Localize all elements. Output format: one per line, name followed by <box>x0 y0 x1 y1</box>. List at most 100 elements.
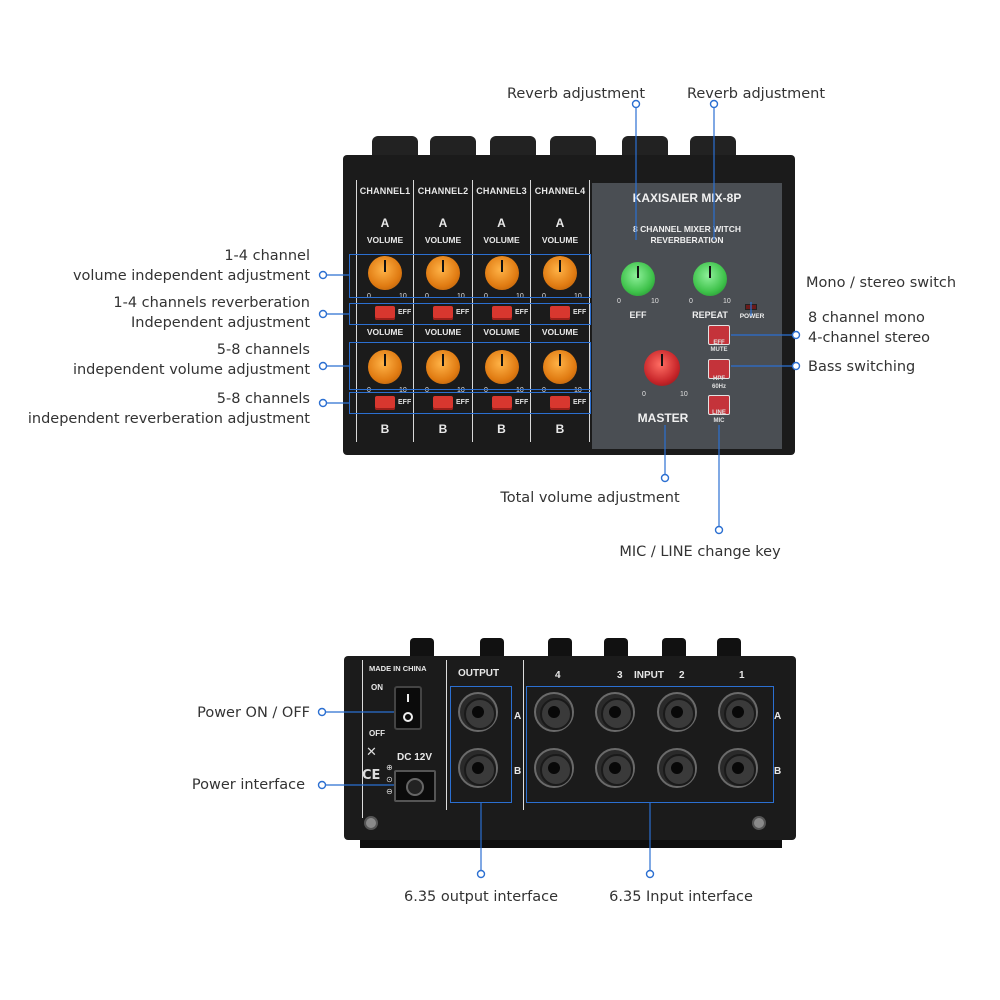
dc-label: DC 12V <box>397 752 433 763</box>
input-label: INPUT <box>634 670 664 681</box>
channel-divider <box>413 180 414 442</box>
scale-min: 0 <box>617 298 621 305</box>
ch2-eff-button[interactable] <box>433 306 453 320</box>
callout-reverb-right: Reverb adjustment <box>686 86 826 102</box>
ch1-eff-button[interactable] <box>375 306 395 320</box>
input-jack-1a[interactable] <box>718 692 758 732</box>
rear-divider <box>362 660 363 818</box>
hpf-label-2: 60Hz <box>711 384 726 390</box>
knob-pointer <box>559 354 561 366</box>
scale-min: 0 <box>689 298 693 305</box>
highlight-ch14-volume <box>349 254 591 298</box>
volume-label: VOLUME <box>541 235 579 245</box>
top-connector <box>622 136 668 158</box>
ch7-volume-knob[interactable] <box>485 350 519 384</box>
input-number-1: 1 <box>739 670 745 681</box>
hpf-button[interactable] <box>708 359 730 379</box>
power-on-label: ON <box>371 683 383 692</box>
scale-max: 10 <box>723 298 731 305</box>
rear-top-knob <box>717 638 741 660</box>
line-mic-label-2: MIC <box>713 418 725 424</box>
input-jack-1b[interactable] <box>718 748 758 788</box>
ch6-volume-knob[interactable] <box>426 350 460 384</box>
master-volume-knob[interactable] <box>644 350 680 386</box>
power-switch[interactable] <box>394 686 422 730</box>
ch5-eff-button[interactable] <box>375 396 395 410</box>
row-a-label: A <box>497 216 506 230</box>
eff-reverb-knob[interactable] <box>621 262 655 296</box>
knob-pointer <box>661 354 663 366</box>
volume-label: VOLUME <box>366 327 404 337</box>
volume-label: VOLUME <box>366 235 404 245</box>
output-jack-b[interactable] <box>458 748 498 788</box>
scale-max: 10 <box>651 298 659 305</box>
knob-pointer <box>384 260 386 272</box>
side-b-label: B <box>514 766 522 777</box>
scale-max: 10 <box>516 293 524 300</box>
input-jack-4a[interactable] <box>534 692 574 732</box>
highlight-ch14-reverb <box>349 303 591 325</box>
input-jack-3a[interactable] <box>595 692 635 732</box>
highlight-input <box>526 686 774 803</box>
callout-line: 1-4 channel <box>224 248 310 264</box>
master-panel <box>592 183 782 449</box>
ch7-eff-button[interactable] <box>492 396 512 410</box>
knob-pointer <box>501 354 503 366</box>
row-a-label: A <box>555 216 565 230</box>
input-jack-3b[interactable] <box>595 748 635 788</box>
scale-min: 0 <box>367 293 371 300</box>
rear-top-knob <box>662 638 686 660</box>
knob-pointer <box>501 260 503 272</box>
eff-label: EFF <box>515 399 529 406</box>
ch4-eff-button[interactable] <box>550 306 570 320</box>
line-mic-button[interactable] <box>708 395 730 415</box>
ch1-volume-knob[interactable] <box>368 256 402 290</box>
callout-line: 1-4 channels reverberation <box>113 295 310 311</box>
master-label: MASTER <box>637 411 689 425</box>
knob-pointer <box>709 266 711 278</box>
callout-mono8: 8 channel mono 4-channel stereo <box>808 308 930 348</box>
row-b-label: B <box>380 422 390 436</box>
dc-jack-hole <box>406 778 424 796</box>
input-jack-4b[interactable] <box>534 748 574 788</box>
eff-mute-label-1: EFF <box>713 340 725 346</box>
callout-line: 5-8 channels <box>216 342 310 358</box>
channel-divider <box>589 180 590 442</box>
callout-ch14-reverb: 1-4 channels reverberation Independent a… <box>60 293 310 333</box>
callout-line: 5-8 channels <box>216 391 310 407</box>
knob-pointer <box>384 354 386 366</box>
repeat-reverb-knob[interactable] <box>693 262 727 296</box>
ch6-eff-button[interactable] <box>433 396 453 410</box>
power-label: POWER <box>739 313 765 320</box>
scale-max: 10 <box>457 387 465 394</box>
volume-label: VOLUME <box>424 235 462 245</box>
ch2-volume-knob[interactable] <box>426 256 460 290</box>
ce-icon: C​E <box>362 768 381 783</box>
channel-2-label: CHANNEL2 <box>417 186 469 196</box>
callout-line: volume independent adjustment <box>72 268 310 284</box>
ch4-volume-knob[interactable] <box>543 256 577 290</box>
ch5-volume-knob[interactable] <box>368 350 402 384</box>
ch8-volume-knob[interactable] <box>543 350 577 384</box>
input-jack-2b[interactable] <box>657 748 697 788</box>
eff-mute-label-2: MUTE <box>710 347 728 353</box>
scale-min: 0 <box>542 387 546 394</box>
callout-total-volume: Total volume adjustment <box>500 490 680 506</box>
row-a-label: A <box>438 216 448 230</box>
output-jack-a[interactable] <box>458 692 498 732</box>
ch8-eff-button[interactable] <box>550 396 570 410</box>
eff-mute-button[interactable] <box>708 325 730 345</box>
power-off-label: OFF <box>369 729 385 738</box>
input-jack-2a[interactable] <box>657 692 697 732</box>
ch3-eff-button[interactable] <box>492 306 512 320</box>
brand-subtitle-1: 8 CHANNEL MIXER WITCH <box>633 224 741 234</box>
eff-knob-label: EFF <box>629 310 647 320</box>
callout-line: 4-channel stereo <box>808 330 931 346</box>
dc-jack[interactable] <box>394 770 436 802</box>
input-number-3: 3 <box>617 670 623 681</box>
ch3-volume-knob[interactable] <box>485 256 519 290</box>
rear-top-knob <box>548 638 572 660</box>
rear-top-knob <box>604 638 628 660</box>
made-in-china: MADE IN CHINA <box>369 664 427 673</box>
